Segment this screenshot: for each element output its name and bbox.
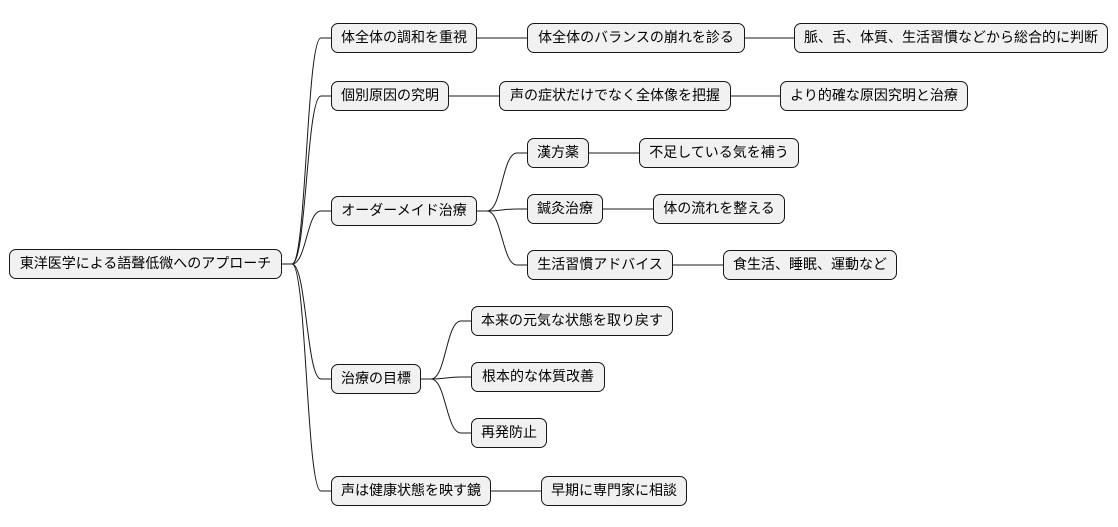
leaf-node: より的確な原因究明と治療 [780, 81, 968, 111]
connector-line [477, 210, 527, 266]
connector-line [282, 263, 331, 380]
connector-line [477, 152, 527, 212]
child-node: 生活習慣アドバイス [527, 250, 673, 280]
branch-node: 個別原因の究明 [331, 81, 449, 111]
leaf-node: 食生活、睡眠、運動など [723, 250, 897, 280]
child-node: 根本的な体質改善 [471, 362, 605, 392]
branch-node: オーダーメイド治療 [331, 196, 477, 226]
child-node: 本来の元気な状態を取り戻す [471, 306, 673, 336]
leaf-node: 体の流れを整える [653, 194, 785, 224]
connector-line [282, 37, 331, 265]
connector-line [282, 95, 331, 265]
child-node: 体全体のバランスの崩れを診る [527, 23, 745, 53]
root-node: 東洋医学による語聲低微へのアプローチ [9, 249, 282, 279]
leaf-node: 脈、舌、体質、生活習慣などから総合的に判断 [794, 23, 1108, 53]
connector-line [282, 263, 331, 492]
child-node: 早期に専門家に相談 [541, 476, 687, 506]
child-node: 再発防止 [471, 418, 547, 448]
connector-line [421, 320, 471, 380]
child-node: 漢方薬 [527, 138, 589, 168]
branch-node: 声は健康状態を映す鏡 [331, 476, 491, 506]
connector-line [421, 378, 471, 434]
leaf-node: 不足している気を補う [639, 138, 799, 168]
connector-line [282, 210, 331, 265]
child-node: 鍼灸治療 [527, 194, 603, 224]
child-node: 声の症状だけでなく全体像を把握 [499, 81, 731, 111]
branch-node: 治療の目標 [331, 364, 421, 394]
branch-node: 体全体の調和を重視 [331, 23, 477, 53]
